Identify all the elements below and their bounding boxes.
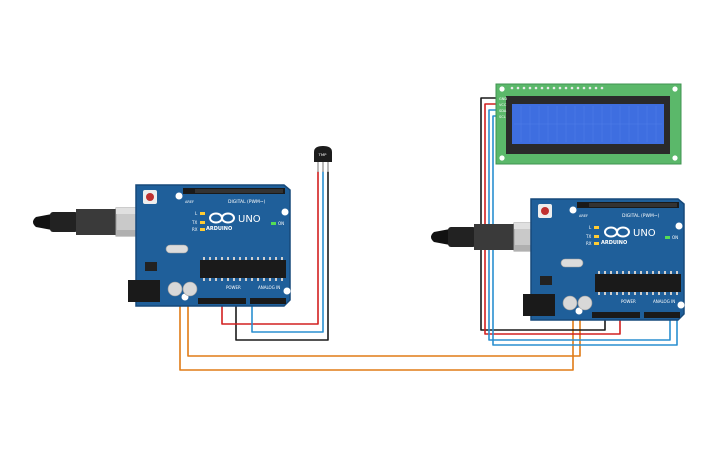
- usb-plug-body: [50, 212, 78, 232]
- capacitor: [167, 281, 183, 297]
- power-header: [198, 298, 246, 304]
- svg-text:ON: ON: [672, 235, 678, 240]
- lcd-pin-sda: SDA: [499, 109, 507, 113]
- svg-text:DIGITAL (PWM~): DIGITAL (PWM~): [622, 213, 660, 219]
- analog-header: [250, 298, 286, 304]
- wire-black-sensor-gnd[interactable]: [235, 171, 329, 341]
- wire-red-sensor-vcc[interactable]: [221, 171, 319, 325]
- arduino-board-2[interactable]: DIGITAL (PWM~) AREF ARDUINO UNO L TX RX …: [523, 198, 685, 321]
- svg-text:RX: RX: [192, 227, 198, 232]
- svg-text:ARDUINO: ARDUINO: [206, 226, 232, 232]
- usb-cable-sleeve: [76, 209, 116, 235]
- lcd-top-pins: [510, 86, 604, 90]
- lcd-pin-scl: SCL: [499, 115, 506, 119]
- sensor-label: TMP: [318, 152, 328, 157]
- wire-red-lcd-vcc[interactable]: [484, 103, 621, 335]
- usb-plug-tip: [33, 214, 52, 230]
- svg-text:ARDUINO: ARDUINO: [601, 240, 627, 246]
- wire-blue-lcd-scl[interactable]: [492, 115, 678, 346]
- svg-text:TX: TX: [191, 220, 197, 225]
- svg-text:POWER: POWER: [226, 285, 241, 290]
- svg-text:L: L: [589, 225, 592, 230]
- svg-text:ANALOG IN: ANALOG IN: [653, 299, 675, 304]
- lcd-display[interactable]: GND VCC SDA SCL: [495, 83, 682, 165]
- svg-text:RX: RX: [586, 241, 592, 246]
- wire-blue-sensor-out[interactable]: [251, 171, 324, 333]
- arduino-logo-1: ARDUINO UNO: [206, 212, 261, 232]
- power-jack: [523, 294, 555, 316]
- arduino-logo-2: ARDUINO UNO: [601, 226, 656, 246]
- svg-text:AREF: AREF: [579, 214, 588, 218]
- lcd-pin-gnd: GND: [499, 97, 507, 101]
- wire-black-lcd-gnd[interactable]: [480, 97, 606, 331]
- svg-text:ON: ON: [278, 221, 284, 226]
- lcd-pin-vcc: VCC: [499, 103, 507, 107]
- svg-text:POWER: POWER: [621, 299, 636, 304]
- lcd-char-grid: [514, 106, 662, 142]
- svg-text:UNO: UNO: [633, 228, 656, 239]
- svg-text:L: L: [195, 211, 198, 216]
- power-header: [592, 312, 640, 318]
- analog-header: [644, 312, 680, 318]
- arduino-board-1[interactable]: DIGITAL (PWM~) AREF ARDUINO UNO L TX RX …: [128, 184, 291, 307]
- crystal: [165, 244, 189, 254]
- svg-text:TX: TX: [585, 234, 591, 239]
- svg-text:UNO: UNO: [238, 214, 261, 225]
- temperature-sensor[interactable]: TMP: [314, 146, 332, 172]
- wire-blue-lcd-sda[interactable]: [488, 109, 671, 341]
- svg-text:AREF: AREF: [185, 200, 194, 204]
- atmega-chip: [200, 260, 286, 278]
- atmega-chip: [595, 274, 681, 292]
- svg-text:ANALOG IN: ANALOG IN: [258, 285, 280, 290]
- digital-header-label: DIGITAL (PWM~): [228, 199, 266, 205]
- power-jack: [128, 280, 160, 302]
